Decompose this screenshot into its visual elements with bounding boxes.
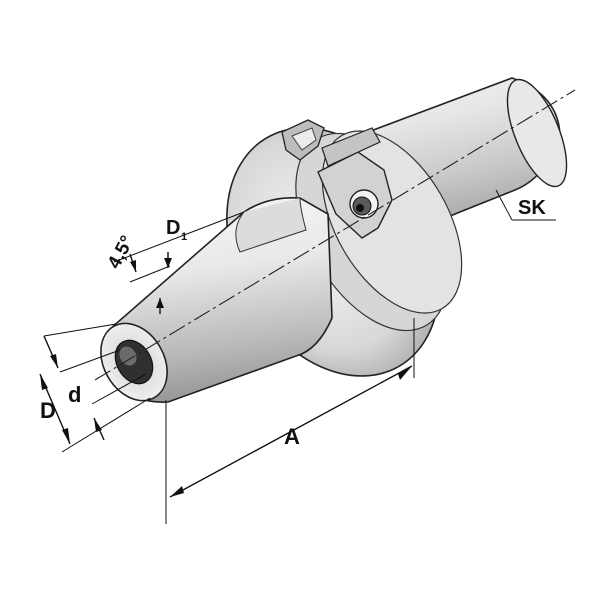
- front-face: [100, 322, 168, 402]
- dimension-d1-angle: [113, 211, 245, 314]
- screw-hole: [349, 189, 379, 219]
- center-axis: [94, 89, 576, 381]
- label-d1-subscript: 1: [181, 231, 187, 243]
- sk-leader: [495, 189, 556, 221]
- label-d1: D: [166, 217, 180, 239]
- label-d-outer: D: [40, 398, 56, 423]
- dimension-a: [165, 318, 415, 524]
- label-sk: SK: [518, 197, 546, 219]
- label-d-inner: d: [68, 382, 81, 407]
- drive-key-top: [281, 119, 325, 161]
- dimension-diameters: [39, 323, 151, 453]
- label-a: A: [284, 424, 300, 449]
